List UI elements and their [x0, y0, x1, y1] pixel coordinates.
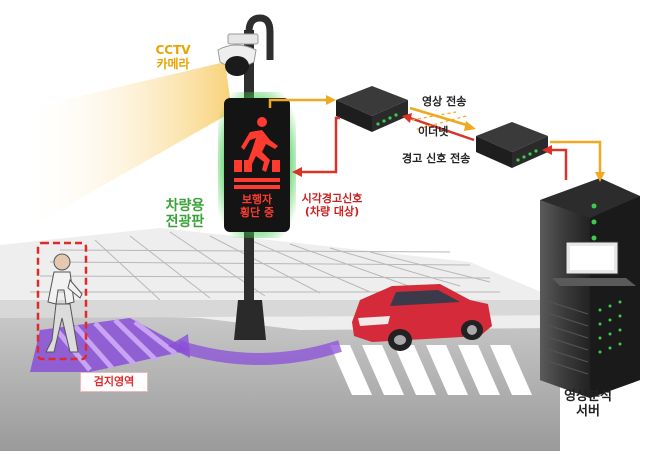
crosswalk-stripes: [330, 345, 532, 395]
server-label-line1: 영상분석: [564, 389, 612, 404]
sign-text-line1: 보행자: [241, 193, 273, 206]
detection-area-label: 검지영역: [80, 372, 148, 392]
video-transmission-label: 영상 전송: [422, 95, 467, 108]
warning-transmission-label: 경고 신호 전송: [402, 152, 471, 165]
cctv-camera-label: CCTV 카메라: [143, 43, 203, 72]
detection-area-box: [36, 241, 88, 361]
network-switch-icon-2: [476, 122, 548, 168]
ethernet-label: 이더넷: [418, 125, 449, 138]
camera-view-beam: [20, 62, 232, 230]
pedestrian-figure: [45, 253, 83, 353]
car-icon: [352, 284, 492, 351]
cctv-label-line2: 카메라: [156, 56, 190, 71]
warning-label-line2: (차량 대상): [304, 204, 360, 218]
network-switch-icon-1: [336, 86, 408, 132]
cctv-label-line1: CCTV: [155, 43, 191, 57]
video-transmission-arrows: [268, 98, 602, 174]
sign-text-line2: 횡단 중: [239, 206, 275, 219]
analysis-server-label: 영상분석 서버: [553, 389, 623, 420]
server-rack-icon: [540, 178, 640, 398]
warning-label-line1: 시각경고신호: [301, 192, 363, 205]
panel-label-line1: 차량용: [165, 198, 205, 214]
server-label-line2: 서버: [576, 403, 600, 419]
crossing-direction-arrow: [176, 340, 342, 365]
electronic-sign-icon: [218, 92, 296, 238]
visual-warning-label: 시각경고신호 (차량 대상): [282, 192, 382, 218]
sidewalk-grid: [30, 231, 500, 301]
panel-label-line2: 전광판: [165, 214, 205, 231]
cctv-camera-icon: [217, 33, 259, 76]
ethernet-link: [411, 111, 467, 131]
vehicle-sign-label: 차량용 전광판: [150, 198, 220, 230]
warning-signal-arrows: [300, 116, 568, 180]
